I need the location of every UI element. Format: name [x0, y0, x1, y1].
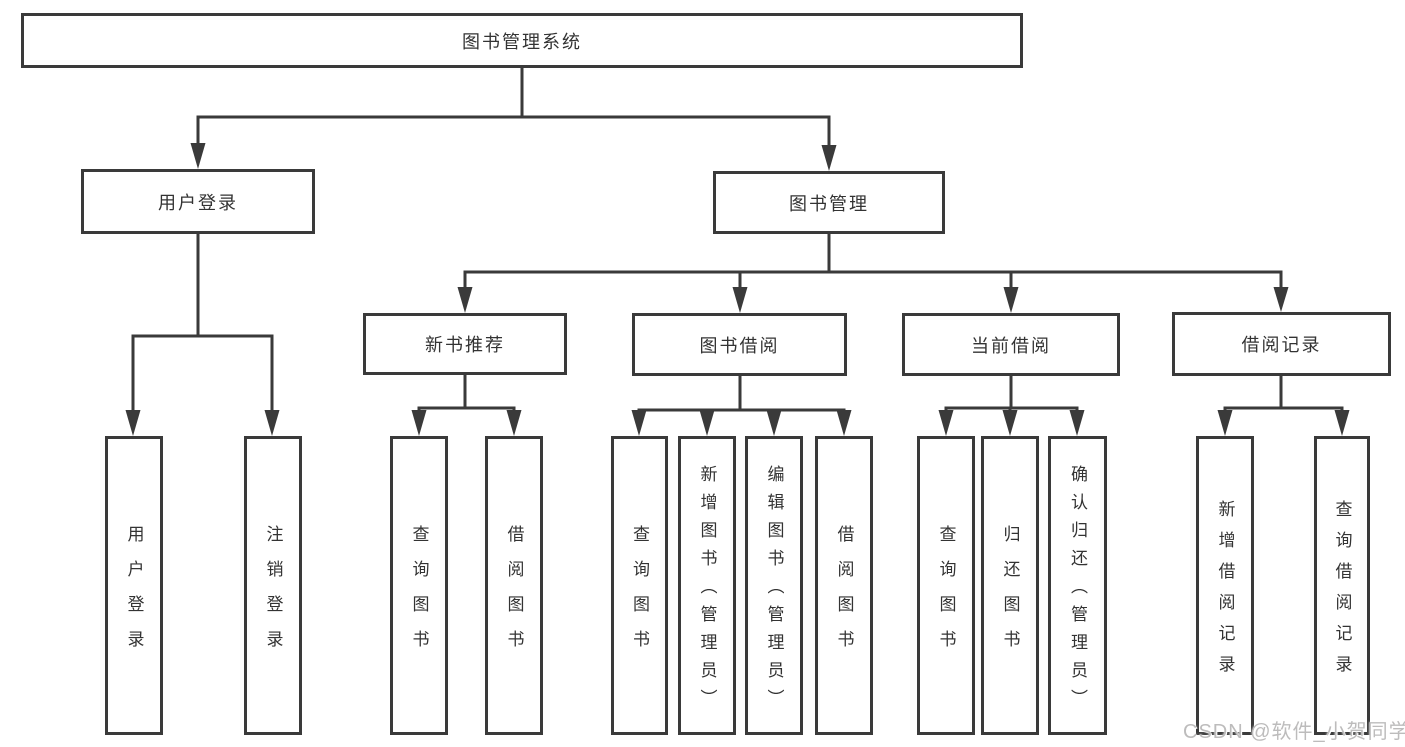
leaf-label: 查询图书 — [409, 524, 429, 665]
leaf-label: 借阅图书 — [834, 524, 854, 665]
node-label: 借阅记录 — [1241, 335, 1322, 355]
leaf-query-books-recommend: 查询图书 — [390, 436, 448, 735]
node-label: 用户登录 — [158, 192, 238, 213]
leaf-borrow-books: 借阅图书 — [815, 436, 873, 735]
node-book-management: 图书管理 — [713, 171, 945, 234]
leaf-return-books: 归还图书 — [981, 436, 1039, 735]
leaf-label: 新增图书（管理员） — [697, 465, 717, 717]
node-label: 当前借阅 — [971, 335, 1051, 356]
node-label: 图书管理 — [789, 193, 869, 214]
node-label: 图书借阅 — [699, 335, 780, 356]
leaf-label: 编辑图书（管理员） — [764, 465, 784, 717]
node-new-book-recommend: 新书推荐 — [363, 313, 567, 375]
leaf-borrow-books-recommend: 借阅图书 — [485, 436, 543, 735]
leaf-label: 借阅图书 — [504, 524, 524, 665]
leaf-query-borrow-record: 查询借阅记录 — [1314, 436, 1370, 735]
leaf-logout: 注销登录 — [244, 436, 302, 735]
node-book-borrow: 图书借阅 — [632, 313, 847, 376]
leaf-edit-books-admin: 编辑图书（管理员） — [745, 436, 803, 735]
leaf-add-books-admin: 新增图书（管理员） — [678, 436, 736, 735]
leaf-query-books-borrow: 查询图书 — [611, 436, 668, 735]
leaf-label: 查询图书 — [936, 524, 956, 665]
leaf-user-login: 用户登录 — [105, 436, 163, 735]
node-system-root: 图书管理系统 — [21, 13, 1023, 68]
leaf-label: 查询图书 — [630, 524, 649, 665]
leaf-label: 注销登录 — [263, 524, 283, 665]
csdn-watermark: CSDN @软件_小贺同学 — [1183, 721, 1405, 743]
node-label: 图书管理系统 — [462, 31, 582, 52]
leaf-add-borrow-record: 新增借阅记录 — [1196, 436, 1254, 735]
node-borrow-records: 借阅记录 — [1172, 312, 1391, 376]
leaf-query-books-current: 查询图书 — [917, 436, 975, 735]
node-label: 新书推荐 — [425, 335, 505, 355]
leaf-label: 新增借阅记录 — [1215, 499, 1235, 686]
node-current-borrow: 当前借阅 — [902, 313, 1120, 376]
leaf-label: 查询借阅记录 — [1332, 499, 1352, 686]
leaf-confirm-return-admin: 确认归还（管理员） — [1048, 436, 1107, 735]
leaf-label: 确认归还（管理员） — [1068, 465, 1087, 717]
node-user-login: 用户登录 — [81, 169, 315, 234]
leaf-label: 归还图书 — [1000, 524, 1020, 665]
leaf-label: 用户登录 — [124, 524, 144, 665]
